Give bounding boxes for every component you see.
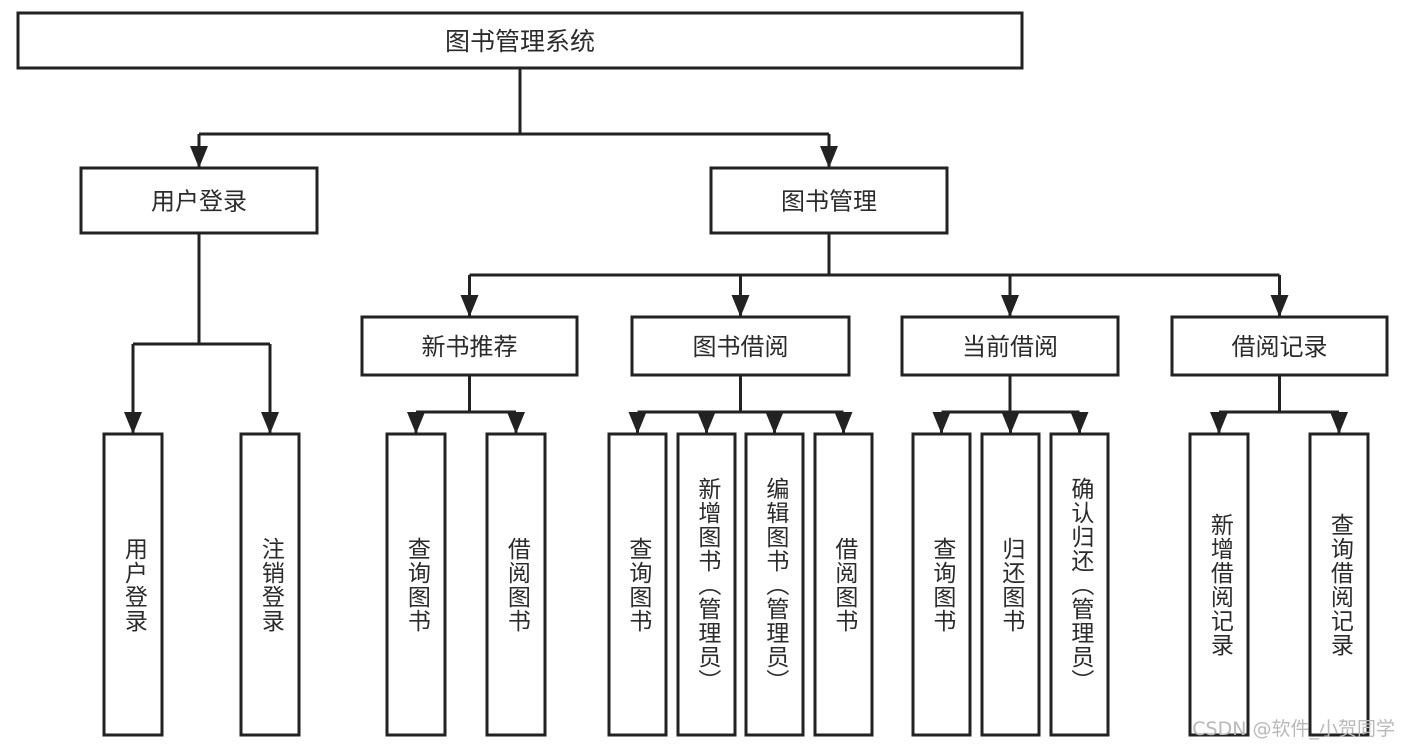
node-leaf-borrow-book-2-label: 借阅图书	[830, 536, 857, 633]
arrow-borrow-record-to-leaf-add-record	[1210, 412, 1228, 434]
arrow-book-manage-to-new-book-recommend	[460, 295, 479, 317]
node-leaf-return-book-box[interactable]	[980, 432, 1041, 737]
node-leaf-query-record-box[interactable]	[1308, 432, 1370, 737]
node-leaf-user-login-box[interactable]	[102, 432, 164, 737]
node-book-borrow-label: 图书借阅	[693, 333, 789, 361]
arrow-book-manage-to-current-borrow	[1001, 295, 1019, 317]
arrow-user-login-to-leaf-logout	[261, 412, 279, 434]
arrow-book-manage-to-book-borrow	[731, 295, 750, 317]
node-leaf-query-book-1[interactable]: 查询图书	[387, 434, 445, 735]
node-leaf-confirm-return-box[interactable]	[1049, 432, 1110, 737]
node-leaf-add-record[interactable]: 新增借阅记录	[1190, 434, 1248, 735]
node-leaf-query-book-2-box[interactable]	[607, 432, 668, 737]
node-borrow-record-label: 借阅记录	[1232, 333, 1328, 361]
node-leaf-query-book-3[interactable]: 查询图书	[913, 434, 970, 735]
node-leaf-logout-box[interactable]	[239, 432, 301, 737]
node-leaf-borrow-book-1[interactable]: 借阅图书	[487, 434, 545, 735]
arrow-root-to-user-login	[190, 146, 208, 168]
arrow-root-to-book-manage	[820, 146, 838, 168]
node-leaf-borrow-book-1-box[interactable]	[485, 432, 547, 737]
node-leaf-add-book-label: 新增图书（管理员）	[693, 476, 720, 693]
node-leaf-borrow-book-2[interactable]: 借阅图书	[815, 434, 872, 735]
arrow-current-borrow-to-leaf-query-book-3	[932, 412, 951, 434]
connectors-layer	[124, 68, 1348, 434]
node-leaf-query-book-1-box[interactable]	[385, 432, 447, 737]
arrow-borrow-record-to-leaf-query-record	[1330, 412, 1348, 434]
arrow-current-borrow-to-leaf-confirm-return	[1070, 412, 1089, 434]
node-leaf-add-record-box[interactable]	[1188, 432, 1250, 737]
boxes-layer	[16, 11, 1389, 737]
node-leaf-query-book-1-label: 查询图书	[403, 536, 430, 633]
node-new-book-recommend-label: 新书推荐	[422, 333, 518, 361]
node-leaf-return-book[interactable]: 归还图书	[982, 434, 1039, 735]
node-borrow-record-box[interactable]	[1170, 315, 1389, 377]
node-current-borrow-label: 当前借阅	[962, 333, 1058, 361]
arrow-new-book-recommend-to-leaf-query-book-1	[407, 412, 425, 434]
node-leaf-user-login-label: 用户登录	[120, 536, 147, 633]
node-root-box[interactable]	[16, 11, 1024, 70]
node-leaf-edit-book-box[interactable]	[744, 432, 805, 737]
node-book-borrow-box[interactable]	[630, 315, 851, 377]
arrow-book-borrow-to-leaf-add-book	[697, 412, 716, 434]
node-leaf-query-book-2[interactable]: 查询图书	[609, 434, 666, 735]
node-leaf-query-book-3-box[interactable]	[911, 432, 972, 737]
node-new-book-recommend-box[interactable]	[360, 315, 579, 377]
node-root-label: 图书管理系统	[445, 27, 595, 56]
arrow-current-borrow-to-leaf-return-book	[1001, 412, 1020, 434]
arrow-user-login-to-leaf-user-login	[124, 412, 142, 434]
arrow-new-book-recommend-to-leaf-borrow-book-1	[507, 412, 525, 434]
node-leaf-return-book-label: 归还图书	[997, 536, 1024, 633]
node-book-manage-box[interactable]	[709, 166, 949, 235]
node-leaf-confirm-return[interactable]: 确认归还（管理员）	[1051, 434, 1108, 735]
node-user-login-label: 用户登录	[151, 188, 247, 216]
node-current-borrow-box[interactable]	[900, 315, 1120, 377]
arrow-book-manage-to-borrow-record	[1270, 295, 1289, 317]
node-user-login-box[interactable]	[79, 166, 319, 235]
node-leaf-query-record-label: 查询借阅记录	[1326, 512, 1353, 657]
node-leaf-edit-book[interactable]: 编辑图书（管理员）	[746, 434, 803, 735]
node-leaf-query-book-3-label: 查询图书	[928, 536, 955, 633]
node-leaf-query-book-2-label: 查询图书	[624, 536, 651, 633]
node-leaf-edit-book-label: 编辑图书（管理员）	[761, 476, 788, 693]
node-leaf-logout[interactable]: 注销登录	[241, 434, 299, 735]
node-leaf-borrow-book-2-box[interactable]	[813, 432, 874, 737]
node-leaf-logout-label: 注销登录	[257, 536, 284, 633]
arrow-book-borrow-to-leaf-edit-book	[765, 412, 784, 434]
node-leaf-confirm-return-label: 确认归还（管理员）	[1066, 476, 1093, 693]
node-leaf-add-record-label: 新增借阅记录	[1206, 512, 1233, 657]
node-leaf-user-login[interactable]: 用户登录	[104, 434, 162, 735]
arrow-book-borrow-to-leaf-borrow-book-2	[834, 412, 853, 434]
node-leaf-add-book[interactable]: 新增图书（管理员）	[678, 434, 735, 735]
arrow-book-borrow-to-leaf-query-book-2	[628, 412, 647, 434]
node-leaf-query-record[interactable]: 查询借阅记录	[1310, 434, 1368, 735]
node-leaf-add-book-box[interactable]	[676, 432, 737, 737]
node-leaf-borrow-book-1-label: 借阅图书	[503, 536, 530, 633]
node-book-manage-label: 图书管理	[781, 188, 877, 216]
